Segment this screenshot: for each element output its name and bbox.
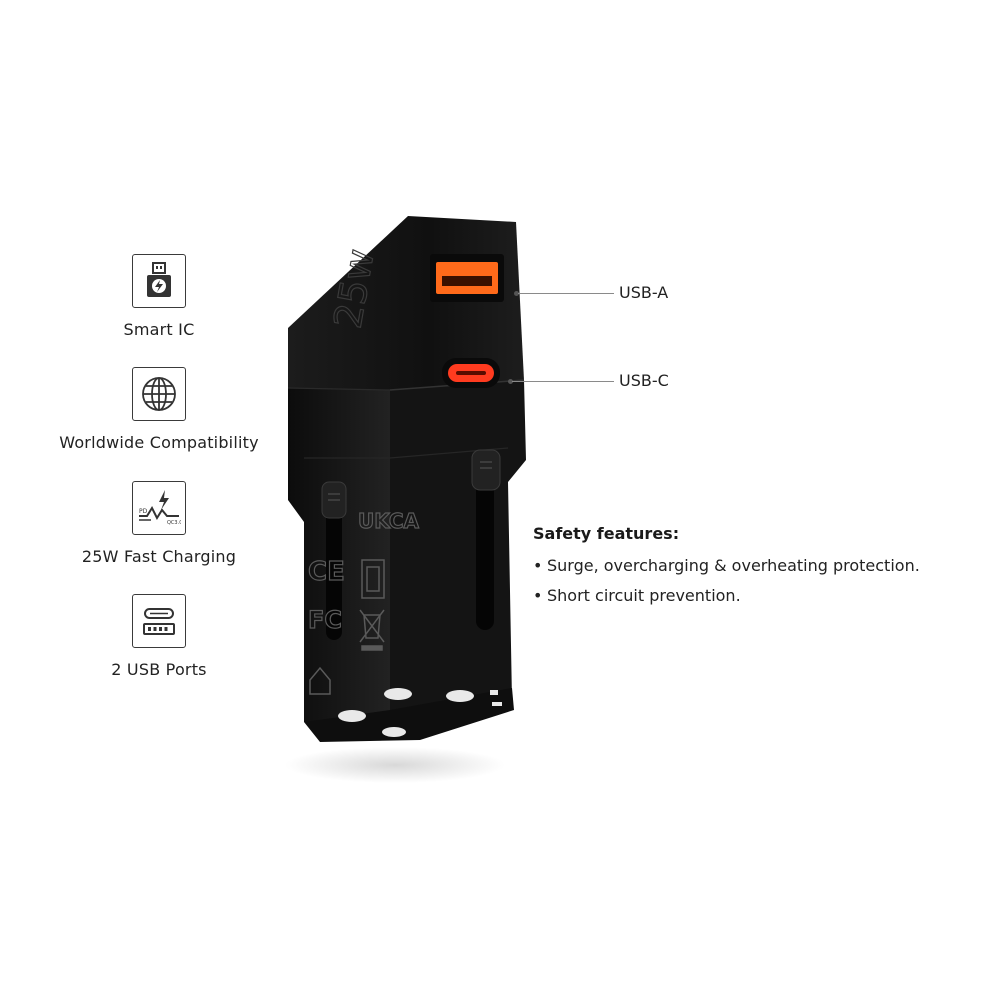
plug-slider-right: [471, 449, 501, 630]
feature-fast-charging: PD QC3.0 25W Fast Charging: [39, 481, 279, 566]
indoor-use-icon: [309, 666, 331, 695]
svg-text:PD: PD: [139, 508, 148, 515]
usb-lightning-icon: [132, 254, 186, 308]
feature-label: 2 USB Ports: [111, 660, 207, 679]
safety-features: Safety features: •Surge, overcharging & …: [533, 524, 983, 611]
callout-dot-usb-a: [514, 291, 519, 296]
ce-mark: CE: [308, 557, 345, 587]
list-item: •Surge, overcharging & overheating prote…: [533, 556, 920, 575]
safety-title: Safety features:: [533, 524, 680, 543]
feature-label: Smart IC: [123, 320, 195, 339]
callout-line-usb-a: [518, 293, 614, 294]
safety-list: •Surge, overcharging & overheating prote…: [533, 551, 983, 611]
feature-label: 25W Fast Charging: [81, 547, 237, 566]
ukca-mark: UKCA: [358, 509, 420, 533]
svg-text:QC3.0: QC3.0: [167, 520, 181, 526]
callout-dot-usb-c: [508, 379, 513, 384]
weee-bin-icon: [359, 609, 385, 651]
plug-slider-left: [321, 481, 347, 640]
usb-a-port: [430, 254, 504, 302]
feature-worldwide: Worldwide Compatibility: [39, 367, 279, 452]
usb-c-port: [442, 358, 500, 388]
callout-line-usb-c: [512, 381, 614, 382]
callout-label-usb-c: USB-C: [619, 371, 669, 390]
pd-qc-lightning-icon: PD QC3.0: [132, 481, 186, 535]
feature-smart-ic: Smart IC: [39, 254, 279, 339]
feature-usb-ports: 2 USB Ports: [39, 594, 279, 679]
callout-label-usb-a: USB-A: [619, 283, 669, 302]
travel-adapter-image: 25w UKCA CE FC: [280, 210, 540, 790]
socket-pins: [338, 688, 502, 737]
double-insulation-icon: [361, 559, 385, 599]
feature-label: Worldwide Compatibility: [59, 433, 259, 452]
globe-icon: [132, 367, 186, 421]
list-item: •Short circuit prevention.: [533, 586, 741, 605]
usb-ports-icon: [132, 594, 186, 648]
fc-mark: FC: [308, 606, 342, 634]
